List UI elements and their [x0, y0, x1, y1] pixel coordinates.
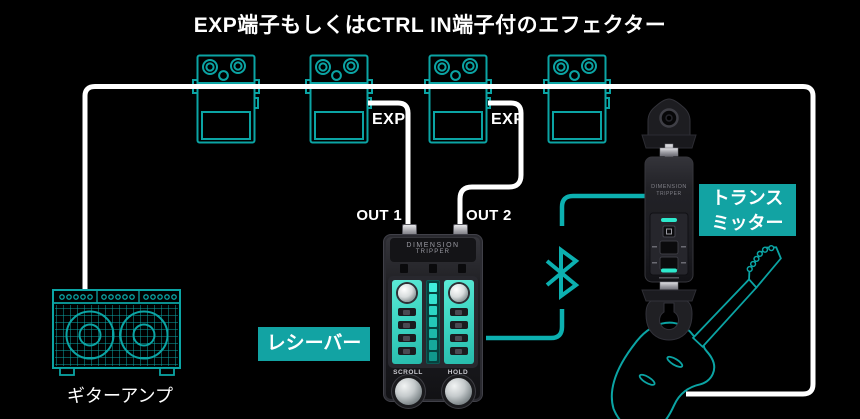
transmitter-bottom-hinge — [641, 289, 697, 302]
receiver-brand-line1: DIMENSION — [406, 242, 460, 249]
receiver-logo: DIMENSION TRIPPER — [390, 238, 476, 262]
transmitter-top-hinge — [641, 134, 697, 149]
receiver-device: DIMENSION TRIPPER SCROLL HOLD — [383, 222, 483, 405]
receiver-slot — [458, 264, 466, 273]
transmitter-led-bottom — [661, 268, 677, 273]
receiver-led-ladder — [426, 280, 440, 364]
transmitter-power-button — [662, 225, 676, 238]
transmitter-badge-line1: トランス — [711, 188, 784, 208]
wireless-link-upper — [559, 193, 648, 226]
transmitter-strap-clip — [645, 300, 693, 341]
guitar-neck — [691, 277, 758, 349]
electric-guitar — [610, 244, 782, 419]
receiver-slider — [398, 334, 416, 342]
receiver-badge: レシーバー — [258, 327, 370, 361]
hold-footswitch-label: HOLD — [447, 369, 469, 376]
receiver-slider — [398, 347, 416, 355]
transmitter-led-top — [661, 218, 677, 222]
guitar-amp — [52, 289, 181, 376]
effect-pedal-1 — [192, 54, 260, 144]
scroll-footswitch — [395, 378, 422, 405]
amp-speaker-left — [65, 310, 115, 360]
transmitter-brand-line1: DIMENSION — [651, 184, 687, 190]
effect-pedal-4 — [543, 54, 611, 144]
receiver-slot — [400, 264, 408, 273]
effect-pedal-3 — [424, 54, 492, 144]
audio-cable — [82, 84, 816, 397]
guitar-pickup-2 — [638, 373, 656, 386]
amp-grille — [55, 305, 178, 366]
receiver-knob-right — [450, 284, 468, 302]
out1-label: OUT 1 — [356, 207, 402, 224]
guitar-amp-label: ギターアンプ — [66, 386, 174, 406]
receiver-slider — [450, 334, 468, 342]
exp-label-2: EXP — [491, 111, 525, 128]
amp-speaker-right — [119, 310, 169, 360]
transmitter-brand-line2: TRIPPER — [656, 191, 681, 197]
page-title: EXP端子もしくはCTRL IN端子付のエフェクター — [193, 14, 667, 37]
receiver-slider — [450, 321, 468, 329]
power-button-glyph — [666, 228, 672, 235]
transmitter-device: DIMENSION TRIPPER — [641, 98, 697, 341]
hold-footswitch — [445, 378, 472, 405]
receiver-slider — [450, 347, 468, 355]
transmitter-bottom-connector — [659, 281, 679, 291]
receiver-brand-line2: TRIPPER — [415, 249, 451, 255]
receiver-slot — [429, 264, 437, 273]
receiver-knob-left — [398, 284, 416, 302]
out1-exp-cable — [368, 100, 411, 230]
transmitter-button-2 — [659, 256, 679, 271]
guitar-pickup-1 — [666, 355, 684, 368]
out2-label: OUT 2 — [466, 207, 512, 224]
receiver-slider — [398, 308, 416, 316]
receiver-slider — [398, 321, 416, 329]
bluetooth-icon — [545, 246, 580, 300]
receiver-slider — [450, 308, 468, 316]
transmitter-badge-line2: ミッター — [711, 213, 784, 233]
effect-pedal-2 — [305, 54, 373, 144]
guitar-tuners — [746, 244, 775, 273]
transmitter-button-1 — [659, 240, 679, 255]
scroll-footswitch-label: SCROLL — [393, 369, 423, 376]
wireless-link — [486, 193, 648, 341]
transmitter-badge: トランス ミッター — [699, 184, 796, 236]
exp-label-1: EXP — [372, 111, 406, 128]
wireless-link-lower — [486, 309, 565, 341]
amp-knobs — [59, 291, 177, 303]
guitar-body — [610, 321, 716, 419]
out2-exp-cable — [457, 100, 524, 230]
